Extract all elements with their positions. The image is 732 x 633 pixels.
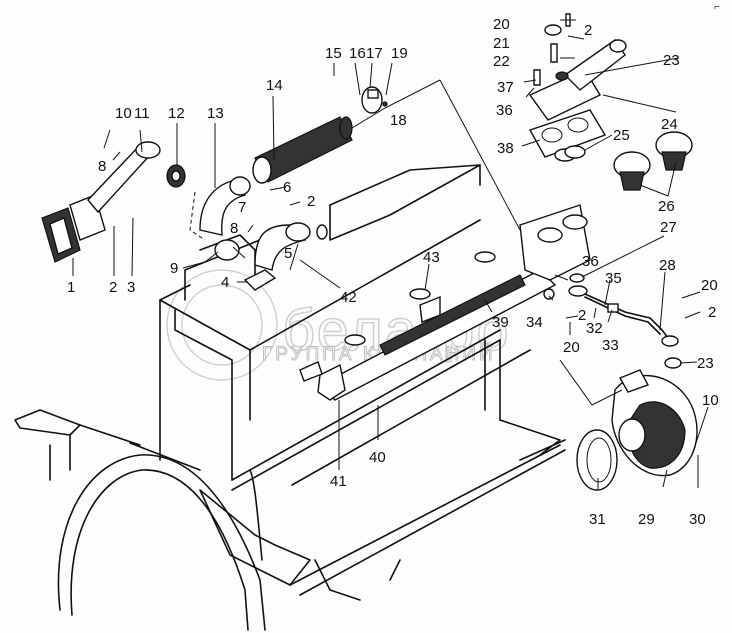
callout-2: 2 — [109, 279, 117, 296]
part-5-flange — [285, 222, 311, 242]
callout-34: 34 — [526, 314, 543, 331]
part-22-bolt — [550, 43, 558, 63]
part-27-washer — [569, 273, 585, 283]
callout-2: 2 — [708, 304, 716, 321]
callout-30: 30 — [689, 511, 706, 528]
part-31-gasket — [576, 429, 618, 491]
part-29-water-pump — [611, 369, 698, 477]
watermark-ring-inner — [181, 284, 263, 366]
callout-35: 35 — [605, 270, 622, 287]
part-11-pipe — [69, 141, 161, 241]
callout-18: 18 — [390, 112, 407, 129]
callout-6: 6 — [283, 179, 291, 196]
callout-33: 33 — [602, 337, 619, 354]
callout-28: 28 — [659, 257, 676, 274]
callout-23: 23 — [663, 52, 680, 69]
callout-38: 38 — [497, 140, 514, 157]
callout-17: 17 — [366, 45, 383, 62]
callout-32: 32 — [586, 320, 603, 337]
part-25-ring-b — [564, 145, 586, 159]
corner-mark: ⌐ — [714, 2, 720, 13]
water-distribution-pipe — [299, 204, 591, 401]
callout-11: 11 — [134, 105, 150, 122]
callout-29: 29 — [638, 511, 655, 528]
callout-36: 36 — [582, 253, 599, 270]
callout-22: 22 — [493, 53, 510, 70]
callout-31: 31 — [589, 511, 606, 528]
callout-8: 8 — [98, 158, 106, 175]
part-12-hole — [171, 170, 181, 182]
callout-13: 13 — [207, 105, 224, 122]
callout-24: 24 — [661, 116, 678, 133]
part-5-gasket — [316, 224, 328, 240]
callout-25: 25 — [613, 127, 630, 144]
callout-7: 7 — [238, 199, 246, 216]
thermostat-housing — [528, 39, 627, 121]
part-13-elbow-end — [229, 176, 251, 196]
callout-20: 20 — [563, 339, 580, 356]
callout-21: 21 — [493, 35, 510, 52]
callout-20: 20 — [493, 16, 510, 33]
callout-26: 26 — [658, 198, 675, 215]
callout-2: 2 — [307, 193, 315, 210]
callout-40: 40 — [369, 449, 386, 466]
callout-5: 5 — [284, 245, 292, 262]
part-26-thermostats — [613, 131, 693, 191]
part-21-cover — [544, 24, 562, 36]
callout-23: 23 — [697, 355, 714, 372]
part-9-gasket — [214, 239, 240, 261]
part-1-gasket — [41, 207, 81, 263]
callout-41: 41 — [330, 473, 347, 490]
callout-3: 3 — [127, 279, 135, 296]
part-28-tube — [568, 285, 679, 347]
callout-16: 16 — [349, 45, 366, 62]
callout-9: 9 — [170, 260, 178, 277]
watermark-ring — [166, 269, 278, 381]
callout-labels: 1 2 3 4 5 6 7 8 8 9 10 11 12 13 14 15 16… — [67, 16, 719, 528]
callout-37: 37 — [497, 79, 514, 96]
callout-10: 10 — [702, 392, 719, 409]
callout-10: 10 — [115, 105, 132, 122]
callout-1: 1 — [67, 279, 75, 296]
callout-15: 15 — [325, 45, 342, 62]
callout-42: 42 — [340, 289, 357, 306]
callout-36: 36 — [496, 102, 513, 119]
callout-14: 14 — [266, 77, 283, 94]
callout-43: 43 — [423, 249, 440, 266]
callout-4: 4 — [221, 274, 229, 291]
callout-12: 12 — [168, 105, 185, 122]
part-37-bolt — [533, 69, 541, 86]
clamp-16-19 — [361, 86, 388, 114]
part-34-nut — [543, 288, 555, 300]
part-38-gasket — [528, 109, 607, 158]
callout-19: 19 — [391, 45, 408, 62]
engine-block — [14, 164, 566, 631]
callout-8: 8 — [230, 220, 238, 237]
callout-20: 20 — [701, 277, 718, 294]
callout-27: 27 — [660, 219, 677, 236]
part-4-plate — [243, 269, 277, 291]
part-23-gasket — [664, 357, 682, 369]
callout-2: 2 — [584, 22, 592, 39]
part-14-hose — [252, 116, 353, 184]
callout-39: 39 — [492, 314, 509, 331]
callout-2: 2 — [578, 307, 586, 324]
leader-lines — [72, 19, 709, 490]
